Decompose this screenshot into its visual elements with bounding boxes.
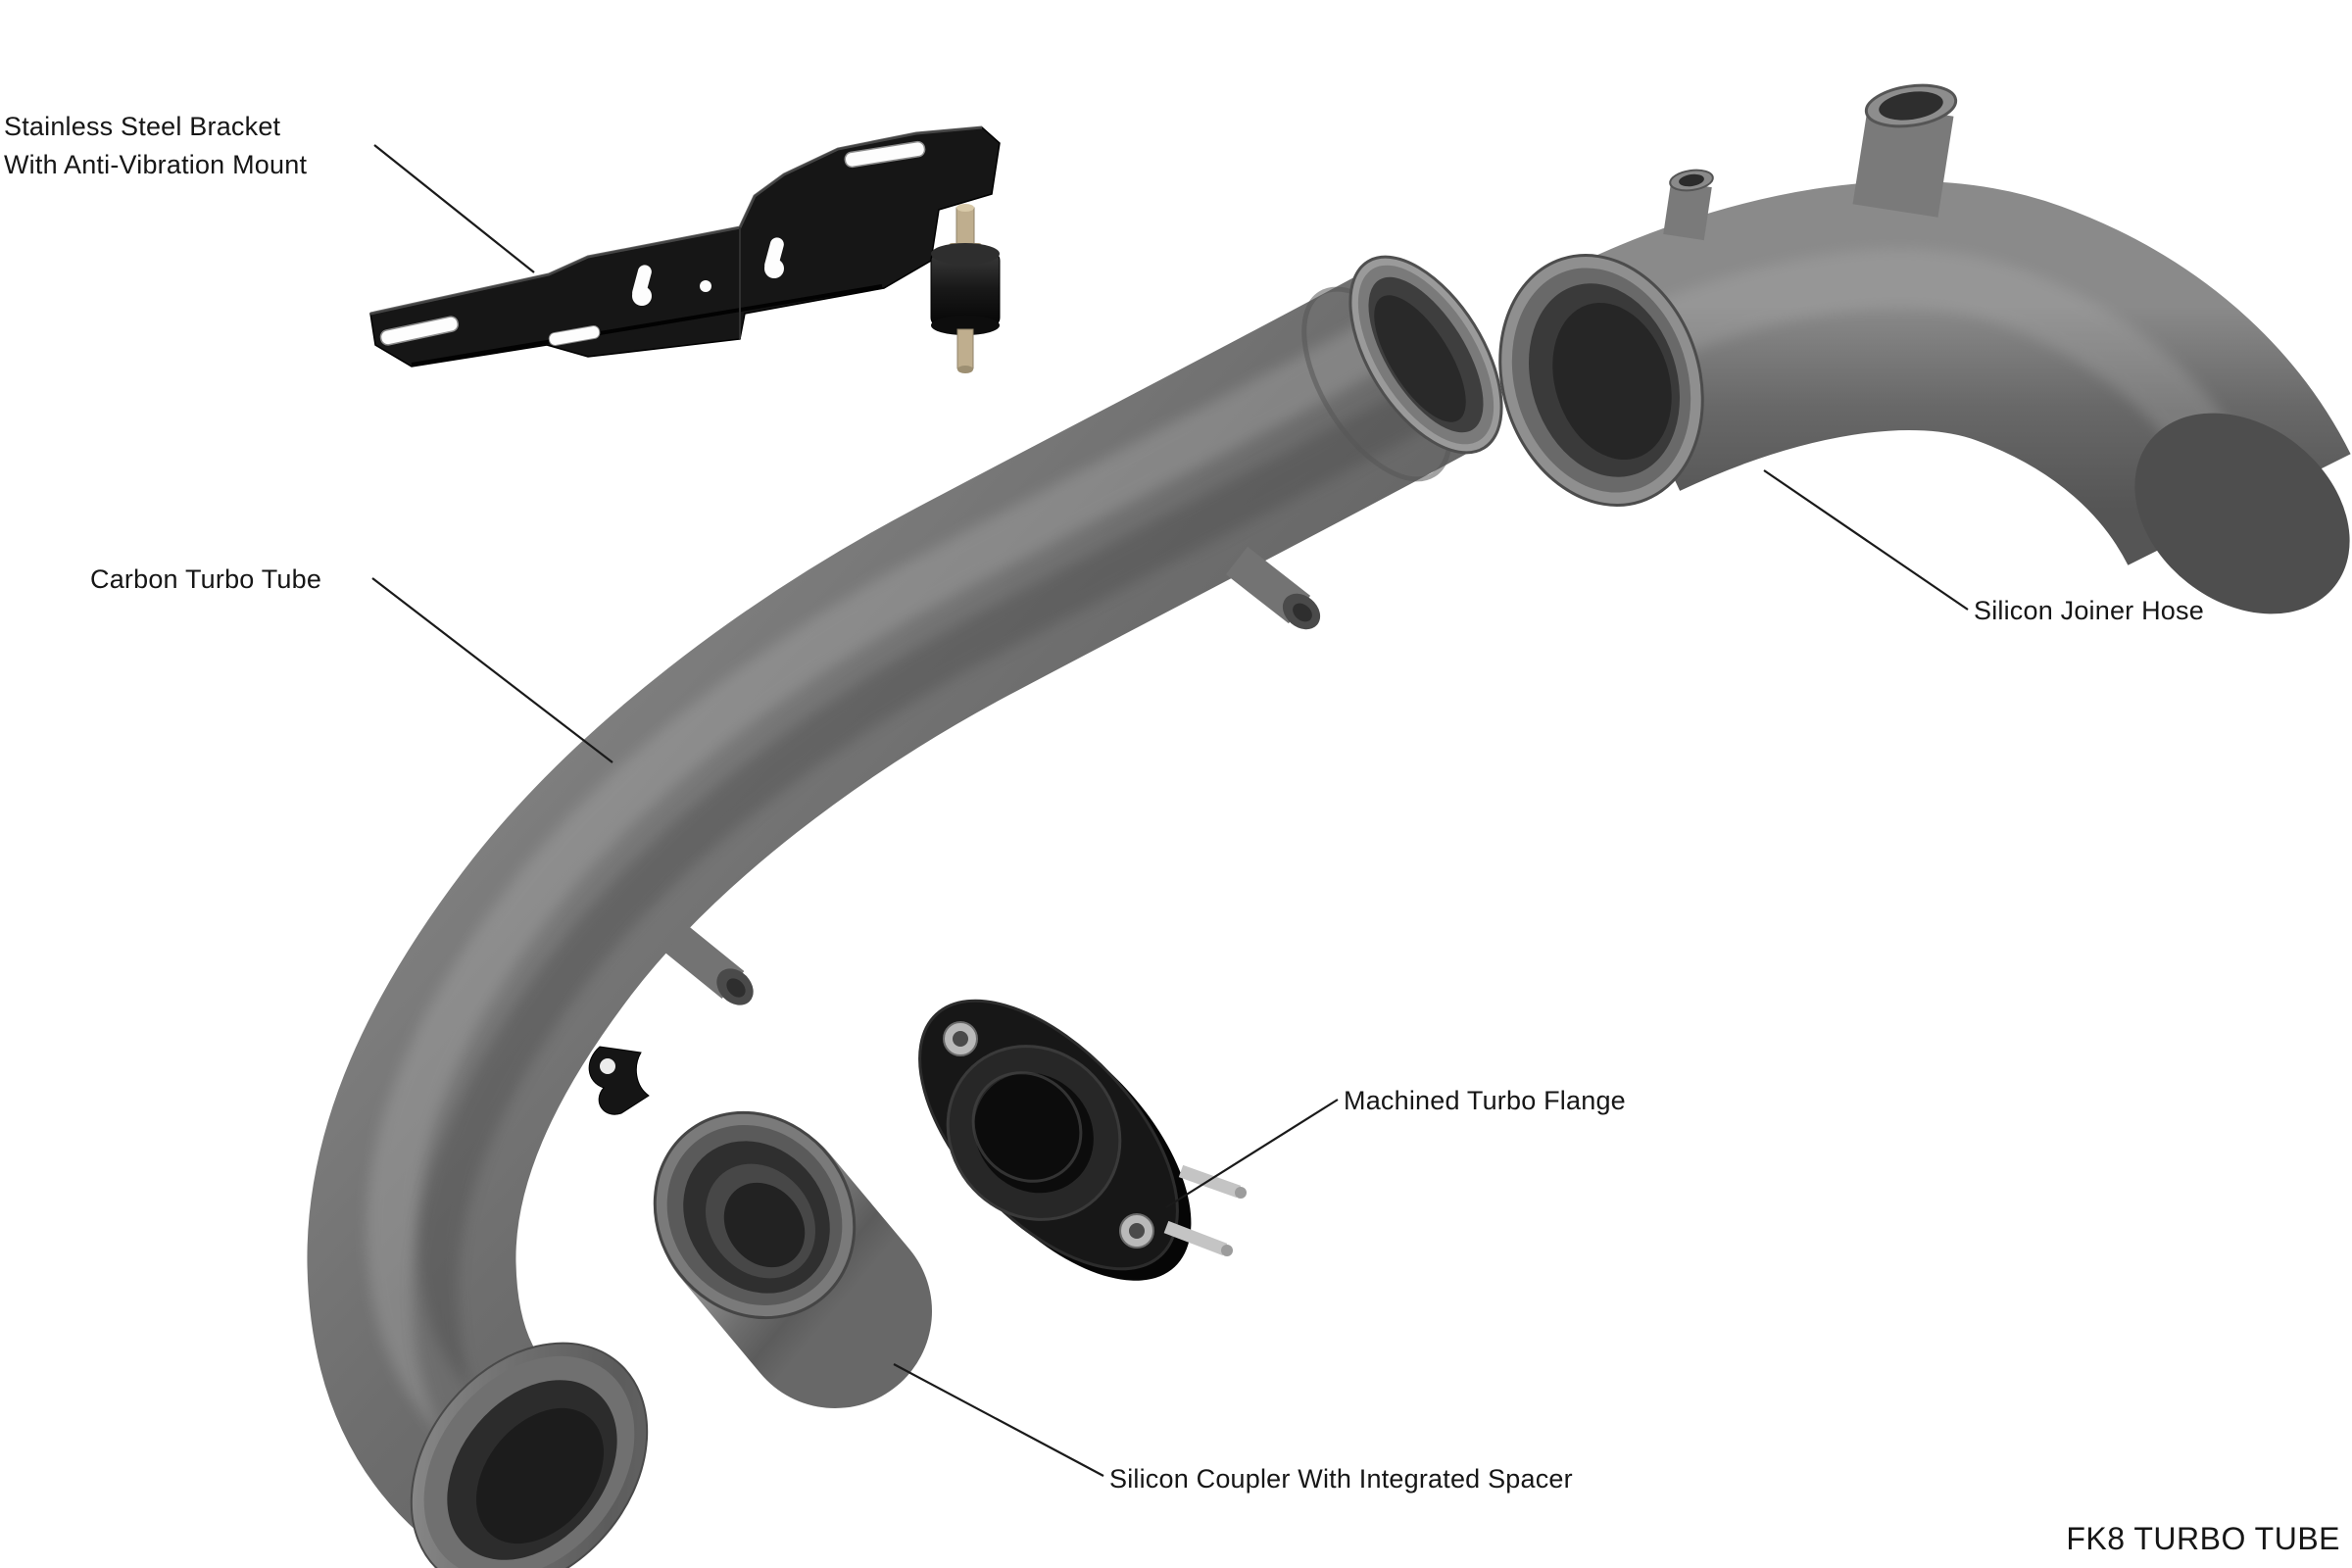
flange-bolt-hole-lower <box>1119 1213 1154 1249</box>
flange-bolt-hole-upper <box>943 1021 978 1056</box>
label-hose: Silicon Joiner Hose <box>1974 596 2204 625</box>
clip-hole <box>600 1058 615 1074</box>
clip-body <box>588 1046 650 1115</box>
retaining-clip-part <box>588 1046 650 1115</box>
leader-line-flange <box>1165 1099 1339 1208</box>
flange-center-boss <box>946 1045 1122 1221</box>
bracket-edge-highlight <box>369 125 983 316</box>
leader-line-hose <box>1763 469 1969 611</box>
label-bracket: Stainless Steel Bracket With Anti-Vibrat… <box>4 112 308 180</box>
bracket-plate <box>369 126 1001 368</box>
diagram-title: FK8 TURBO TUBE <box>2066 1521 2340 1556</box>
silicon-coupler-part <box>653 1110 932 1408</box>
tube-flare-opening <box>410 1342 649 1568</box>
carbon-turbo-tube-part <box>307 255 1503 1568</box>
turbo-tube-highlight <box>366 307 1416 1478</box>
mount-bottom-stud <box>956 328 974 369</box>
tube-port-upper <box>1225 546 1321 630</box>
label-flange: Machined Turbo Flange <box>1344 1086 1626 1115</box>
turbo-tube-shadow <box>412 371 1458 1538</box>
hose-small-port <box>1663 169 1714 241</box>
anti-vibration-mount-part <box>930 204 1001 373</box>
turbo-flange-part <box>918 999 1247 1281</box>
mount-body-top-face <box>931 243 1000 265</box>
bracket-slots <box>379 140 926 346</box>
stainless-bracket-part <box>369 125 1001 368</box>
hose-top-port <box>1852 83 1958 218</box>
leader-lines <box>371 144 1969 1477</box>
label-coupler: Silicon Coupler With Integrated Spacer <box>1109 1464 1573 1494</box>
tube-top-opening <box>1348 255 1503 455</box>
silicon-joiner-hose-part <box>1498 83 2351 614</box>
label-tube: Carbon Turbo Tube <box>90 564 322 594</box>
hose-end-cap <box>2134 413 2350 614</box>
leader-line-coupler <box>893 1363 1104 1477</box>
mount-top-stud <box>956 207 975 250</box>
leader-line-tube <box>371 577 613 763</box>
leader-line-bracket <box>373 144 535 273</box>
bracket-fold-line <box>411 284 883 367</box>
hose-highlight <box>1604 249 2256 496</box>
hose-left-opening <box>1498 254 1704 507</box>
mount-body-bottom-face <box>931 316 1000 335</box>
flange-studs <box>1163 1164 1247 1256</box>
mount-top-stud-tip <box>956 204 974 212</box>
tube-port-lower <box>664 925 754 1005</box>
mount-bottom-stud-tip <box>957 366 973 373</box>
coupler-front-opening <box>653 1110 857 1320</box>
